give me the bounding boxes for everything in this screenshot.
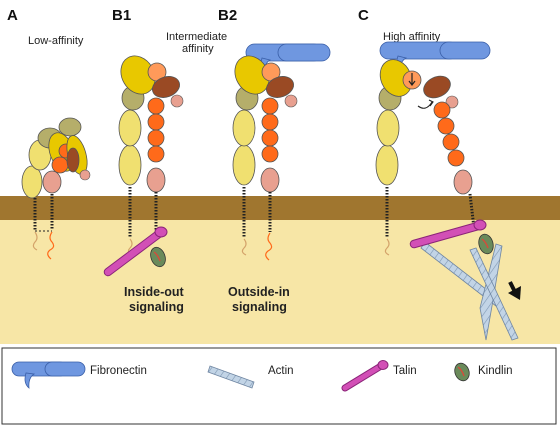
- outside-in-label-line2: signaling: [232, 300, 287, 314]
- cell-membrane: [0, 196, 560, 220]
- talin-c: [409, 219, 487, 249]
- actin-filaments-c: [420, 241, 519, 341]
- legend-talin-label: Talin: [393, 365, 417, 377]
- integrin-intermediate-b2: [232, 55, 298, 261]
- talin-b1: [103, 226, 168, 277]
- legend-actin-label: Actin: [268, 365, 294, 377]
- panel-c-state-label: High affinity: [383, 31, 441, 43]
- extracellular-space: [0, 0, 560, 196]
- panel-b2-letter: B2: [218, 7, 237, 24]
- legend-fibronectin-icon: [11, 361, 86, 389]
- panel-a-letter: A: [7, 7, 18, 24]
- panel-b2-state-label-line2: affinity: [182, 43, 214, 55]
- legend-actin-icon: [207, 365, 255, 389]
- panel-a-state-label: Low-affinity: [28, 35, 84, 47]
- fibronectin-b2: [245, 43, 331, 77]
- panel-b2-state-label-line1: Intermediate: [166, 31, 227, 43]
- inside-out-label-line2: signaling: [129, 300, 184, 314]
- panel-b1-letter: B1: [112, 7, 131, 24]
- legend-fibronectin-label: Fibronectin: [90, 365, 147, 377]
- legend: Fibronectin Actin Talin Kindlin: [1, 347, 557, 425]
- legend-box: [1, 347, 557, 425]
- panel-c-letter: C: [358, 7, 369, 24]
- legend-kindlin-icon: [454, 362, 470, 382]
- legend-talin-icon: [341, 360, 389, 392]
- integrin-high-affinity: [375, 59, 476, 256]
- kindlin-b1: [150, 246, 166, 268]
- integrin-low-affinity: [21, 117, 91, 260]
- legend-kindlin-label: Kindlin: [478, 365, 513, 377]
- integrin-intermediate-b1: [118, 55, 184, 256]
- kindlin-c: [478, 233, 494, 255]
- movement-arrow-icon: [508, 281, 521, 300]
- inside-out-label-line1: Inside-out: [124, 285, 185, 299]
- outside-in-label-line1: Outside-in: [228, 285, 290, 299]
